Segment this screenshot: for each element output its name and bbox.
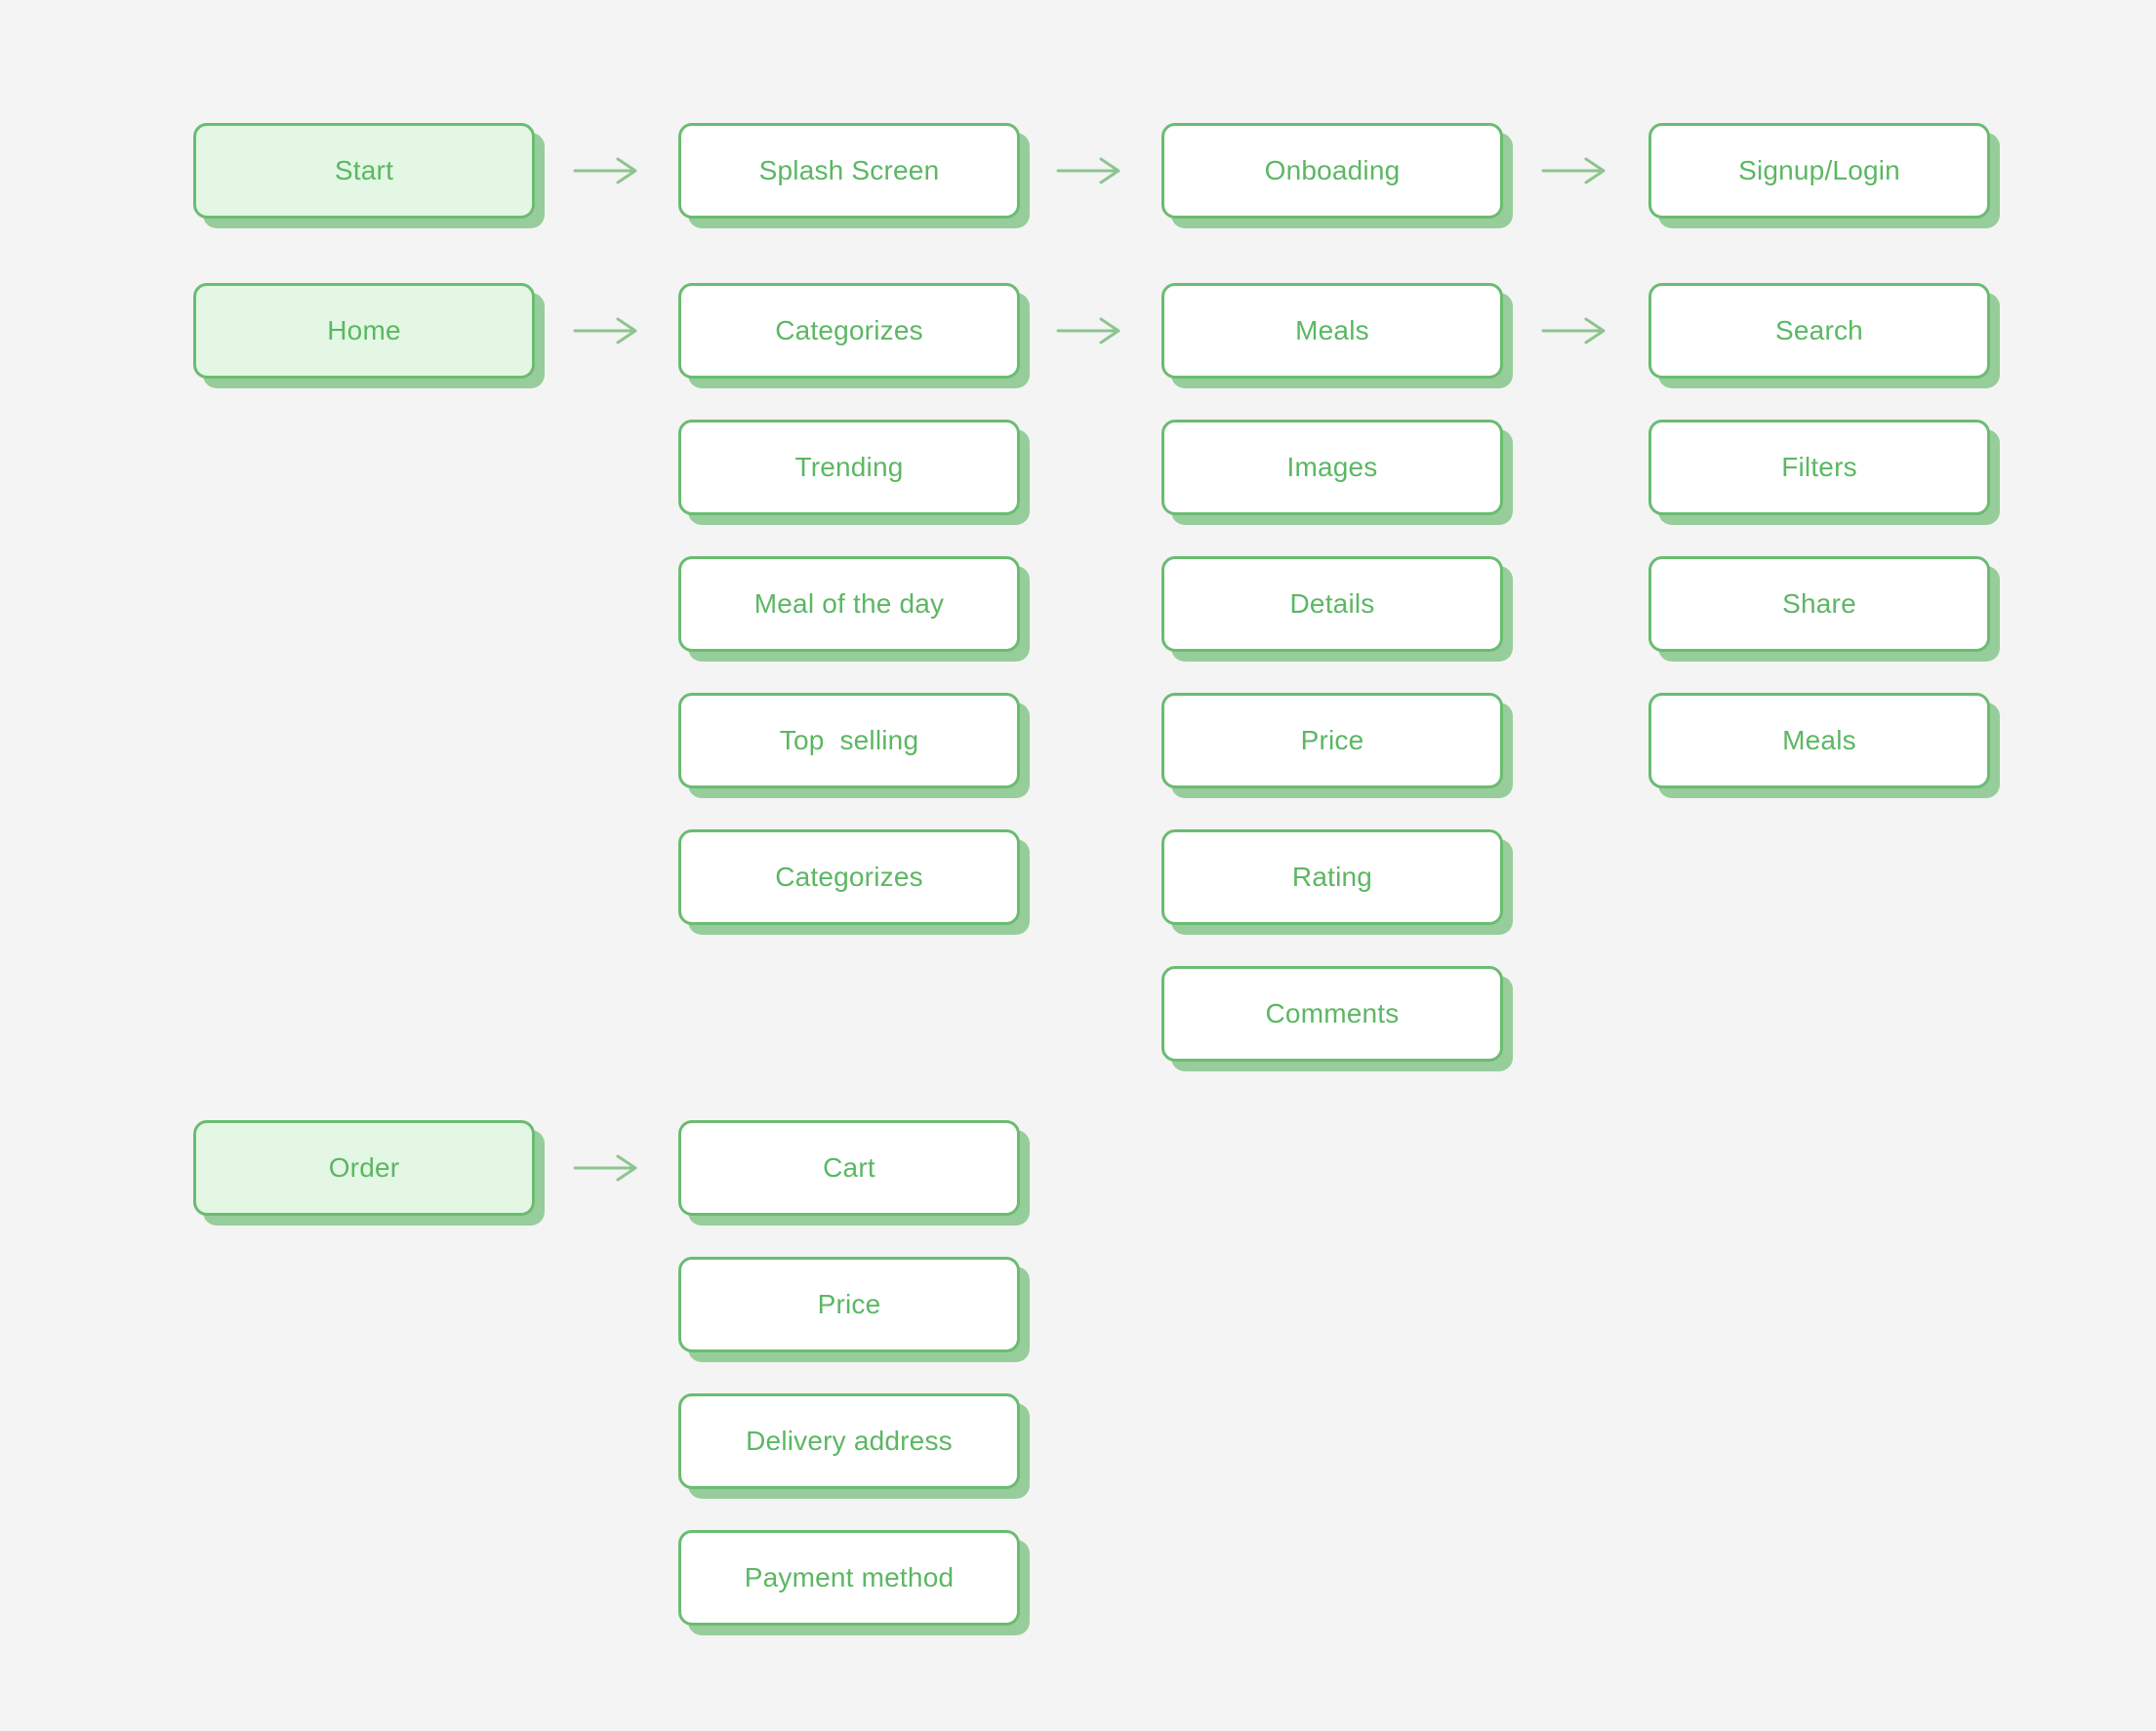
node-filters-label: Filters bbox=[1781, 452, 1857, 482]
flow-arrow-icon bbox=[1056, 157, 1120, 184]
node-meals-2-label: Meals bbox=[1782, 725, 1856, 755]
flow-arrow-icon bbox=[573, 317, 637, 344]
flow-arrow-icon bbox=[1541, 317, 1606, 344]
node-images: Images bbox=[1161, 420, 1503, 515]
flow-arrow-icon bbox=[573, 157, 637, 184]
node-search: Search bbox=[1648, 283, 1990, 379]
node-signup-login-label: Signup/Login bbox=[1738, 155, 1900, 185]
flow-arrow-icon bbox=[1541, 157, 1606, 184]
node-comments-label: Comments bbox=[1265, 998, 1400, 1028]
node-delivery-address: Delivery address bbox=[678, 1393, 1020, 1489]
node-delivery-address-label: Delivery address bbox=[746, 1426, 953, 1456]
node-order: Order bbox=[193, 1120, 535, 1216]
node-splash-screen-label: Splash Screen bbox=[758, 155, 940, 185]
node-trending-label: Trending bbox=[794, 452, 904, 482]
node-payment-method-label: Payment method bbox=[744, 1562, 955, 1592]
node-meal-of-the-day-label: Meal of the day bbox=[753, 588, 945, 619]
flow-arrow-icon bbox=[573, 1154, 637, 1182]
node-details: Details bbox=[1161, 556, 1503, 652]
node-comments: Comments bbox=[1161, 966, 1503, 1062]
node-filters: Filters bbox=[1648, 420, 1990, 515]
node-meals-2: Meals bbox=[1648, 693, 1990, 788]
node-share: Share bbox=[1648, 556, 1990, 652]
node-cart: Cart bbox=[678, 1120, 1020, 1216]
node-payment-method: Payment method bbox=[678, 1530, 1020, 1626]
node-top-selling-label: Top selling bbox=[779, 725, 919, 755]
node-share-label: Share bbox=[1782, 588, 1856, 619]
node-meals: Meals bbox=[1161, 283, 1503, 379]
node-search-label: Search bbox=[1775, 315, 1863, 345]
node-signup-login: Signup/Login bbox=[1648, 123, 1990, 219]
node-onboarding: Onboading bbox=[1161, 123, 1503, 219]
node-home: Home bbox=[193, 283, 535, 379]
node-splash-screen: Splash Screen bbox=[678, 123, 1020, 219]
node-categorizes: Categorizes bbox=[678, 283, 1020, 379]
node-start: Start bbox=[193, 123, 535, 219]
node-price: Price bbox=[1161, 693, 1503, 788]
node-meals-label: Meals bbox=[1295, 315, 1369, 345]
node-categorizes-2: Categorizes bbox=[678, 829, 1020, 925]
node-top-selling: Top selling bbox=[678, 693, 1020, 788]
node-images-label: Images bbox=[1286, 452, 1378, 482]
node-rating: Rating bbox=[1161, 829, 1503, 925]
node-trending: Trending bbox=[678, 420, 1020, 515]
node-price-order-label: Price bbox=[817, 1289, 881, 1319]
node-categorizes-2-label: Categorizes bbox=[775, 862, 923, 892]
node-home-label: Home bbox=[327, 315, 401, 345]
node-details-label: Details bbox=[1289, 588, 1375, 619]
flow-arrow-icon bbox=[1056, 317, 1120, 344]
node-onboarding-label: Onboading bbox=[1264, 155, 1401, 185]
node-rating-label: Rating bbox=[1291, 862, 1373, 892]
node-meal-of-the-day: Meal of the day bbox=[678, 556, 1020, 652]
node-categorizes-label: Categorizes bbox=[775, 315, 923, 345]
node-cart-label: Cart bbox=[823, 1152, 875, 1183]
node-order-label: Order bbox=[328, 1152, 400, 1183]
node-price-order: Price bbox=[678, 1257, 1020, 1352]
node-price-label: Price bbox=[1300, 725, 1364, 755]
node-start-label: Start bbox=[334, 155, 394, 185]
